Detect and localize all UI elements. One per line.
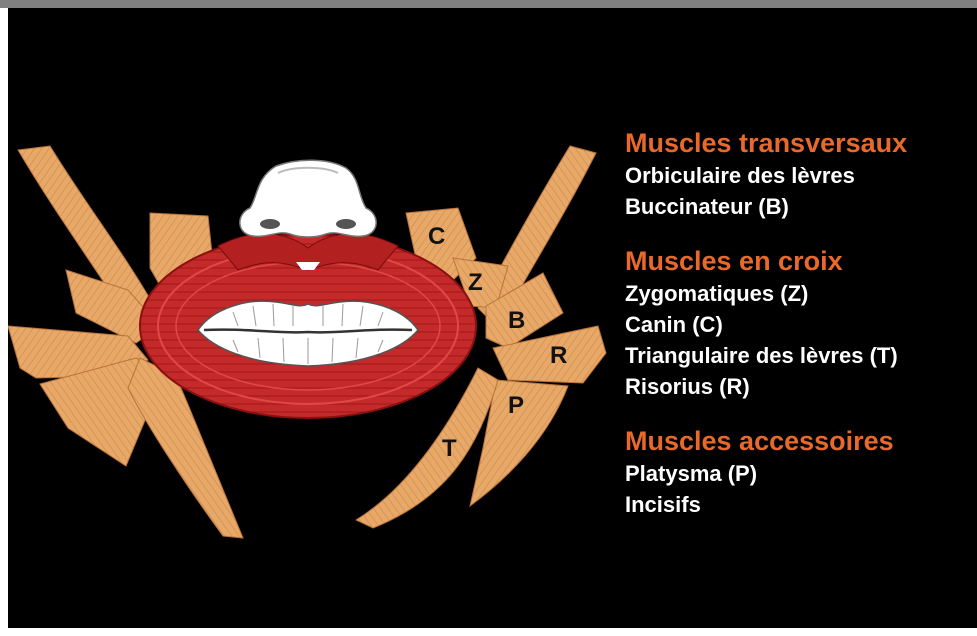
item-orbiculaire: Orbiculaire des lèvres	[625, 160, 977, 191]
label-t: T	[442, 435, 457, 462]
item-platysma: Platysma (P)	[625, 458, 977, 489]
item-risorius: Risorius (R)	[625, 371, 977, 402]
nose-illustration	[240, 160, 376, 237]
section-title-croix: Muscles en croix	[625, 244, 977, 278]
label-b: B	[508, 307, 525, 334]
section-title-accessoires: Muscles accessoires	[625, 424, 977, 458]
muscle-legend: Muscles transversaux Orbiculaire des lèv…	[625, 126, 977, 520]
label-p: P	[508, 392, 524, 419]
label-z: Z	[468, 269, 483, 296]
item-zygomatiques: Zygomatiques (Z)	[625, 278, 977, 309]
section-title-transversaux: Muscles transversaux	[625, 126, 977, 160]
item-triangulaire: Triangulaire des lèvres (T)	[625, 340, 977, 371]
top-border-bar	[0, 0, 977, 8]
item-buccinateur: Buccinateur (B)	[625, 191, 977, 222]
facial-muscles-diagram: C Z B R P T	[8, 8, 618, 628]
label-c: C	[428, 223, 445, 250]
item-incisifs: Incisifs	[625, 489, 977, 520]
label-r: R	[550, 342, 567, 369]
slide: C Z B R P T Muscles transversaux Orbicul…	[8, 8, 977, 628]
item-canin: Canin (C)	[625, 309, 977, 340]
